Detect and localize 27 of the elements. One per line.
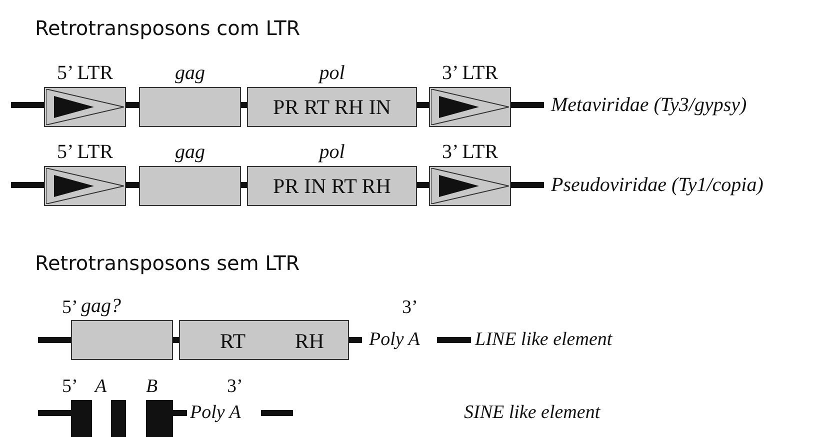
region-label: B [146, 376, 158, 398]
region-label: A [95, 376, 107, 398]
gene-label: pol [317, 63, 346, 83]
domain-label: RT [220, 329, 246, 354]
gene-label: 5’ LTR [56, 63, 114, 83]
gene-label: 3’ LTR [440, 142, 500, 162]
element-label: SINE like element [464, 402, 600, 424]
polya-label: Poly A [369, 329, 420, 351]
end-label: 3’ [227, 376, 243, 398]
family-label: Pseudoviridae (Ty1/copia) [551, 174, 764, 196]
end-label: 5’ [62, 297, 78, 319]
section-heading: Retrotransposons sem LTR [35, 252, 300, 274]
section-heading: Retrotransposons com LTR [35, 17, 300, 39]
gene-box: PR RT RH IN [247, 87, 417, 127]
gene-label: gag [174, 142, 206, 162]
gene-label: 3’ LTR [440, 63, 500, 83]
end-label: 3’ [402, 297, 418, 319]
family-label: Metaviridae (Ty3/gypsy) [551, 94, 747, 116]
domain-label: RH [294, 329, 324, 354]
element-label: LINE like element [475, 329, 612, 351]
polya-label: Poly A [190, 402, 241, 424]
gene-label: pol [317, 142, 346, 162]
gene-label: gag? [81, 296, 121, 316]
gene-box: PR IN RT RH [247, 166, 417, 206]
gene-label: gag [174, 63, 206, 83]
gene-label: 5’ LTR [56, 142, 114, 162]
end-label: 5’ [62, 376, 78, 398]
